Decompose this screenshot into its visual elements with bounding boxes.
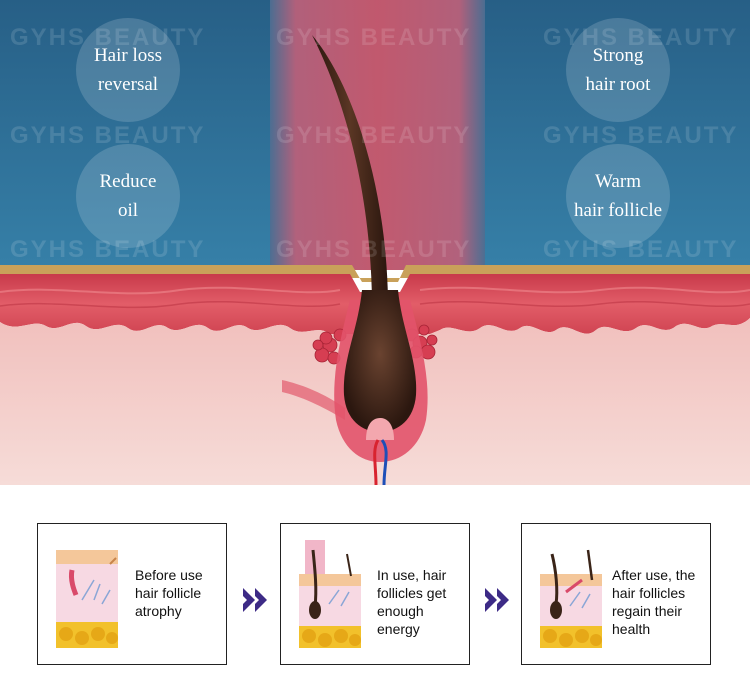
step-panel-before: Before use hair follicle atrophy — [37, 523, 227, 665]
badge-label: Hair loss reversal — [93, 45, 163, 95]
double-chevron-right-icon — [485, 588, 509, 612]
hero-illustration: GYHS BEAUTY GYHS BEAUTY GYHS BEAUTY GYHS… — [0, 0, 750, 485]
badge-reduce-oil: Reduce oil — [76, 144, 180, 248]
step-caption: Before use hair follicle atrophy — [135, 567, 203, 619]
double-chevron-right-icon — [243, 588, 267, 612]
watermark-text: GYHS BEAUTY — [543, 24, 739, 51]
watermark-text: GYHS BEAUTY — [276, 24, 472, 51]
badge-label: Strong hair root — [585, 45, 651, 95]
badge-label: Warm hair follicle — [573, 171, 663, 221]
follicle-healthy-thumbnail — [540, 549, 602, 648]
follicle-atrophy-thumbnail — [56, 550, 118, 648]
badge-warm-hair-follicle: Warm hair follicle — [566, 144, 670, 248]
watermark-text: GYHS BEAUTY — [10, 236, 206, 263]
follicle-energy-thumbnail — [299, 540, 361, 648]
watermark-text: GYHS BEAUTY — [10, 24, 206, 51]
watermark-text: GYHS BEAUTY — [543, 122, 739, 149]
step-panel-in-use: In use, hair follicles get enough energy — [280, 523, 470, 665]
step-panel-after: After use, the hair follicles regain the… — [521, 523, 711, 665]
badge-label: Reduce oil — [99, 171, 157, 221]
badge-hair-loss-reversal: Hair loss reversal — [76, 18, 180, 122]
badge-strong-hair-root: Strong hair root — [566, 18, 670, 122]
step-caption: In use, hair follicles get enough energy — [377, 567, 447, 637]
step-caption: After use, the hair follicles regain the… — [612, 567, 696, 637]
skin-cross-section — [0, 0, 750, 485]
watermark-text: GYHS BEAUTY — [543, 236, 739, 263]
watermark-text: GYHS BEAUTY — [276, 122, 472, 149]
watermark-text: GYHS BEAUTY — [10, 122, 206, 149]
watermark-text: GYHS BEAUTY — [276, 236, 472, 263]
